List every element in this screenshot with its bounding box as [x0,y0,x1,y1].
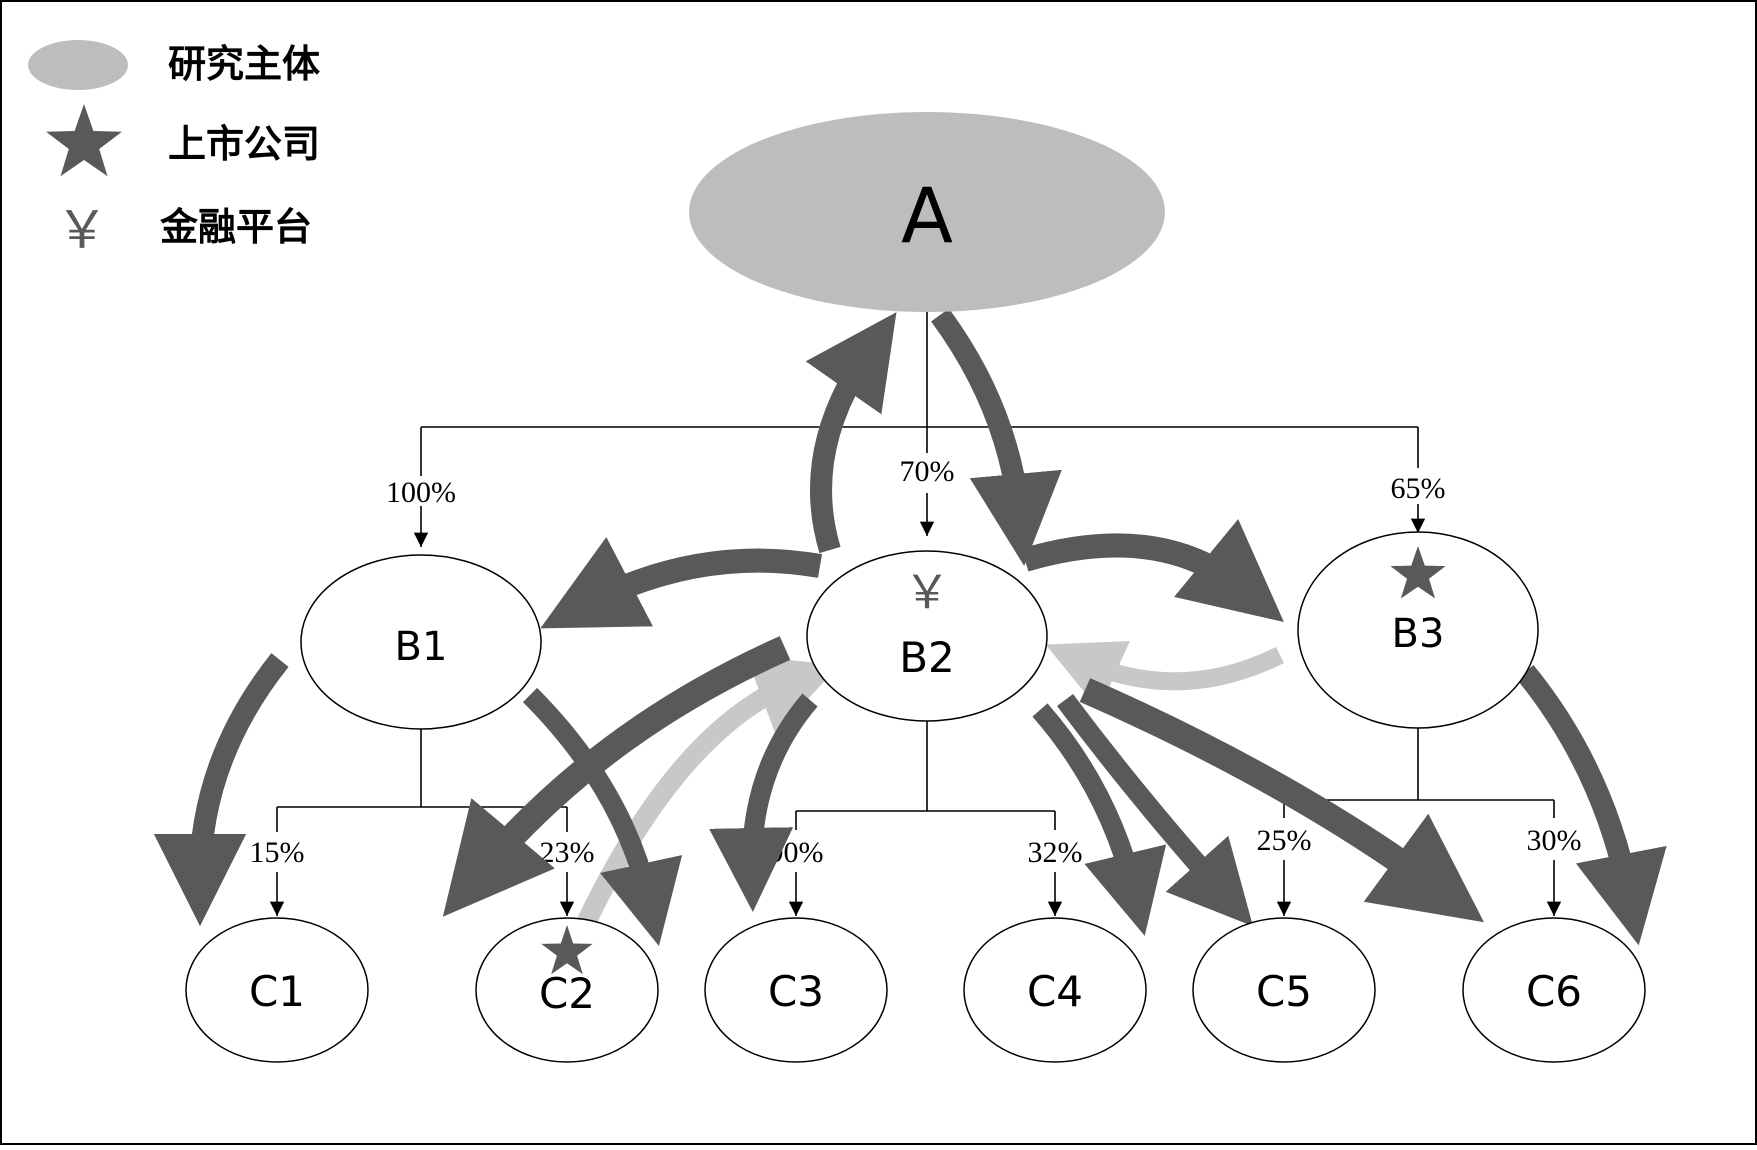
node-c4-label: C4 [1027,967,1083,1016]
node-c2-label: C2 [539,969,595,1018]
ownership-percentages: 100% 70% 65% 15% 23% 90% 32% 25% 30% [250,455,1582,869]
node-c3: C3 [704,917,888,1063]
pct-b1-c2: 23% [540,836,595,869]
node-c4-ellipse [963,917,1147,1063]
arrow-b1-to-c2 [522,687,683,947]
legend-label-listed-company: 上市公司 [168,122,320,166]
arrow-b2-to-b3 [1021,519,1284,623]
pct-b3-c5: 25% [1257,824,1312,857]
node-c3-ellipse [704,917,888,1063]
node-b2-ellipse [806,550,1048,722]
node-c1-ellipse [185,917,369,1063]
pct-b1-c1: 15% [250,836,305,869]
node-b1: B1 [300,554,542,730]
node-c5-label: C5 [1256,967,1312,1016]
pct-b2-c3: 90% [769,836,824,869]
legend-label-financial-platform: 金融平台 [159,205,312,249]
node-a-ellipse [689,112,1165,312]
arrow-b3-to-c6-area [1516,665,1667,946]
arrow-b2-to-c4 [1032,703,1167,936]
pct-b2-c4: 32% [1028,836,1083,869]
node-c4: C4 [963,917,1147,1063]
node-b3-ellipse [1297,531,1539,729]
arrow-b2-to-b1 [540,537,823,629]
arrow-b2-to-c5 [1057,693,1254,927]
node-b2: ￥ B2 [806,550,1048,722]
legend-ellipse-swatch [28,40,128,90]
arrow-b3-to-b2 [1045,641,1285,710]
node-c3-label: C3 [768,967,824,1016]
node-c6: C6 [1462,917,1646,1063]
arrow-b1-to-c1 [153,653,289,927]
yen-icon: ￥ [904,565,950,619]
node-c1-label: C1 [249,967,305,1016]
node-c1: C1 [185,917,369,1063]
arrow-a-to-b2 [931,308,1062,567]
node-b3-label: B3 [1392,611,1445,657]
yen-icon: ￥ [56,201,108,261]
node-b3: B3 [1297,531,1539,729]
node-c2-ellipse [475,917,659,1063]
node-b2-label: B2 [899,633,955,682]
node-c5: C5 [1192,917,1376,1063]
pct-a-b2: 70% [900,455,955,488]
ownership-lines [269,312,1562,916]
arrow-b2-to-a [805,312,897,554]
arrow-b2-to-c3 [709,693,818,912]
node-c6-ellipse [1462,917,1646,1063]
fund-flow-arrows [153,308,1667,947]
legend: 研究主体 上市公司 ￥ 金融平台 [28,40,320,261]
pct-a-b3: 65% [1391,472,1446,505]
star-icon [1390,546,1446,599]
node-c5-ellipse [1192,917,1376,1063]
legend-label-research-subject: 研究主体 [168,42,320,86]
node-b1-label: B1 [395,624,448,670]
star-icon [541,925,593,975]
node-a-label: A [901,171,953,260]
arrow-b2-to-c6 [1079,678,1485,923]
node-b1-ellipse [300,554,542,730]
arrow-b2-to-c2 [442,636,791,917]
star-icon [46,104,122,177]
node-c6-label: C6 [1526,967,1582,1016]
pct-a-b1: 100% [386,476,456,509]
node-c2: C2 [475,917,659,1063]
pct-b3-c6: 30% [1527,824,1582,857]
node-a: A [689,112,1165,312]
